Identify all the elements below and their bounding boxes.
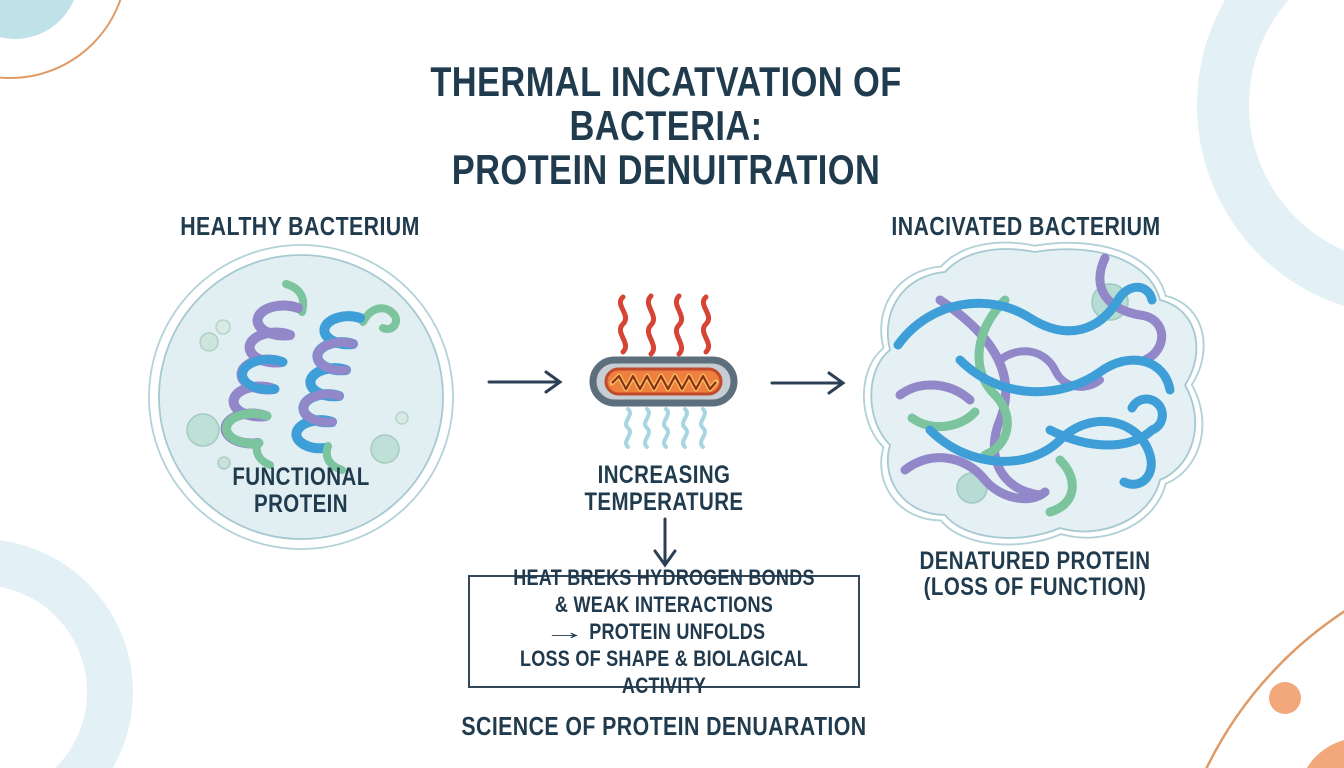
decor-bottom-right bbox=[1205, 610, 1344, 768]
decor-orange-ring-icon bbox=[1205, 610, 1344, 768]
heating-element-icon bbox=[589, 293, 738, 449]
title-line-2: PROTEIN DENUITRATION bbox=[451, 146, 881, 193]
increasing-temperature-line2: TEMPERATURE bbox=[584, 488, 744, 516]
functional-protein-icon bbox=[220, 280, 400, 474]
functional-protein-label-line2: PROTEIN bbox=[254, 490, 348, 518]
decor-blue-circle-icon bbox=[0, 0, 74, 39]
decor-top-right bbox=[1197, 0, 1344, 307]
right-arrow-icon: → bbox=[543, 619, 588, 644]
denatured-protein-label: DENATURED PROTEIN (LOSS OF FUNCTION) bbox=[912, 548, 1158, 600]
healthy-bacterium-heading: HEALTHY BACTERIUM bbox=[180, 211, 420, 241]
decor-orange-dot-icon bbox=[1306, 740, 1344, 768]
bottom-caption: SCIENCE OF PROTEIN DENUARATION bbox=[461, 711, 867, 741]
denaturation-info-box: HEAT BREKS HYDROGEN BONDS & WEAK INTERAC… bbox=[468, 565, 860, 698]
arrow-down-icon bbox=[653, 517, 677, 568]
arrow-left-icon bbox=[487, 370, 563, 394]
decor-blue-ring-icon bbox=[0, 540, 133, 768]
inactivated-bacterium-heading: INACIVATED BACTERIUM bbox=[891, 211, 1161, 241]
increasing-temperature-label: INCREASING TEMPERATURE bbox=[541, 462, 787, 516]
denatured-protein-icon bbox=[893, 253, 1175, 517]
decor-blue-ring-icon bbox=[1197, 0, 1344, 307]
functional-protein-label: FUNCTIONAL PROTEIN bbox=[178, 464, 424, 518]
page-title: THERMAL INCATVATION OF BACTERIA: PROTEIN… bbox=[338, 60, 994, 192]
steam-waves-icon bbox=[624, 407, 707, 449]
info-box-line-3: →PROTEIN UNFOLDS bbox=[505, 618, 823, 645]
increasing-temperature-line1: INCREASING bbox=[597, 461, 731, 489]
inactivated-bacterium-figure bbox=[862, 241, 1205, 546]
cytoplasm-bubbles bbox=[186, 319, 409, 470]
info-box-line-2: & WEAK INTERACTIONS bbox=[554, 592, 774, 617]
denatured-protein-label-line1: DENATURED PROTEIN bbox=[919, 547, 1151, 575]
functional-protein-label-line1: FUNCTIONAL bbox=[232, 463, 370, 491]
healthy-bacterium-figure bbox=[148, 244, 454, 550]
decor-bottom-left bbox=[0, 540, 133, 768]
decor-orange-ring-icon bbox=[0, 0, 122, 79]
decor-top-left bbox=[0, 0, 122, 79]
arrow-right-icon bbox=[770, 371, 846, 395]
info-box-line-1: HEAT BREKS HYDROGEN BONDS bbox=[513, 565, 815, 590]
denatured-protein-label-line2: (LOSS OF FUNCTION) bbox=[923, 573, 1147, 601]
decor-orange-dot-icon bbox=[1269, 682, 1301, 714]
info-box-line-4: LOSS OF SHAPE & BIOLAGICAL ACTIVITY bbox=[519, 646, 809, 698]
filament-icon bbox=[611, 374, 717, 391]
heat-waves-icon bbox=[617, 293, 712, 357]
title-line-1: THERMAL INCATVATION OF BACTERIA: bbox=[430, 58, 902, 149]
info-box-line-3-text: PROTEIN UNFOLDS bbox=[589, 619, 766, 644]
